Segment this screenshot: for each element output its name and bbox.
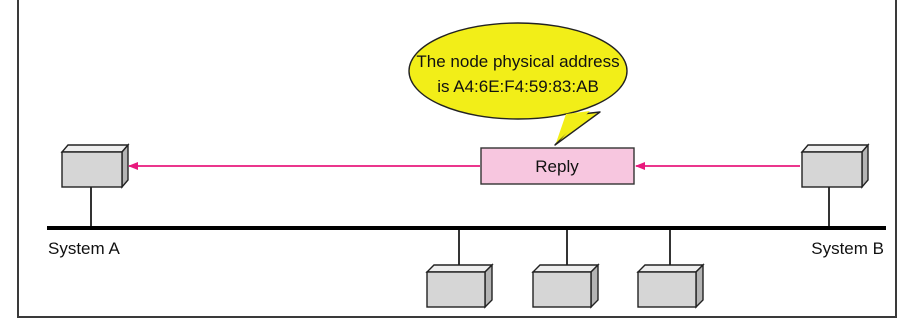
network-host-box-icon — [636, 263, 705, 309]
reply-label: Reply — [535, 157, 579, 176]
diagram-frame — [17, 0, 897, 318]
system-a-label: System A — [48, 239, 120, 258]
network-host-box-icon — [531, 263, 600, 309]
address-callout: The node physical address is A4:6E:F4:59… — [408, 22, 628, 146]
system-b-label: System B — [811, 239, 884, 258]
bottom-node-3 — [636, 228, 705, 309]
callout-text-line1: The node physical address — [416, 52, 619, 71]
system-a-node — [60, 143, 130, 228]
network-host-box-icon — [60, 143, 130, 189]
bottom-node-2 — [531, 228, 600, 309]
network-host-box-icon — [425, 263, 494, 309]
bottom-node-1 — [425, 228, 494, 309]
callout-text-line2: is A4:6E:F4:59:83:AB — [437, 77, 599, 96]
reply-packet: Reply — [480, 147, 635, 185]
network-host-box-icon — [800, 143, 870, 189]
system-b-node — [800, 143, 870, 228]
